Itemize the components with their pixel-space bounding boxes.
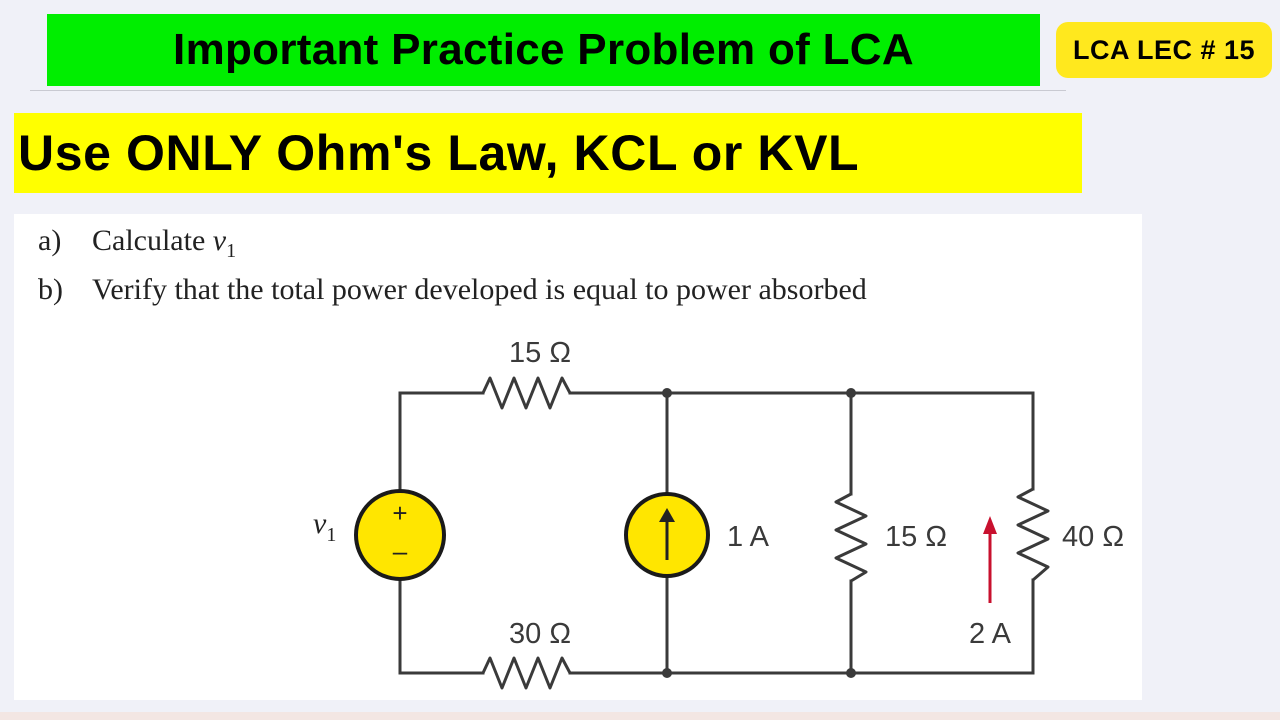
voltage-source-minus: – bbox=[393, 536, 408, 566]
resistor-bottom-30-ohm bbox=[481, 656, 572, 690]
title-banner: Important Practice Problem of LCA bbox=[47, 14, 1040, 86]
question-a: a) Calculate v1 bbox=[38, 224, 236, 263]
header-divider bbox=[30, 90, 1066, 91]
question-a-label: a) bbox=[38, 224, 62, 257]
subtitle-banner: Use ONLY Ohm's Law, KCL or KVL bbox=[14, 113, 1082, 193]
page-title: Important Practice Problem of LCA bbox=[173, 25, 914, 74]
question-a-subscript: 1 bbox=[226, 240, 237, 262]
lecture-badge: LCA LEC # 15 bbox=[1056, 22, 1272, 78]
node-top-2 bbox=[846, 388, 856, 398]
circuit-wires bbox=[398, 391, 1035, 675]
question-a-variable: v bbox=[212, 224, 227, 257]
question-a-text: Calculate bbox=[92, 224, 213, 257]
label-current-source: 1 A bbox=[727, 521, 770, 553]
problem-panel: a)Calculate v1 b)Verify that the total p… bbox=[14, 214, 1142, 700]
branch-current-arrow bbox=[983, 516, 997, 603]
bottom-strip bbox=[0, 712, 1280, 720]
resistor-right-40-ohm bbox=[1016, 487, 1050, 582]
node-bottom-2 bbox=[846, 668, 856, 678]
label-r-bottom: 30 Ω bbox=[509, 618, 571, 650]
voltage-source: + – bbox=[354, 489, 446, 581]
subtitle-text: Use ONLY Ohm's Law, KCL or KVL bbox=[18, 125, 860, 181]
branch-current-arrow-head bbox=[983, 516, 997, 534]
question-b-label: b) bbox=[38, 273, 63, 306]
voltage-source-symbol bbox=[354, 489, 446, 581]
resistor-top-15-ohm bbox=[481, 376, 572, 410]
current-source bbox=[624, 492, 710, 578]
current-source-arrow-head bbox=[659, 508, 675, 522]
voltage-label-subscript: 1 bbox=[326, 524, 336, 546]
node-top-1 bbox=[662, 388, 672, 398]
lecture-badge-label: LCA LEC # 15 bbox=[1072, 34, 1256, 65]
voltage-label-symbol: v bbox=[313, 507, 327, 540]
voltage-source-plus: + bbox=[392, 498, 407, 528]
question-b-text: Verify that the total power developed is… bbox=[92, 273, 867, 306]
question-b: b) Verify that the total power developed … bbox=[38, 273, 867, 307]
label-r-right: 40 Ω bbox=[1062, 521, 1124, 553]
node-bottom-1 bbox=[662, 668, 672, 678]
circuit-nodes bbox=[662, 388, 856, 678]
label-r-mid: 15 Ω bbox=[885, 521, 947, 553]
label-branch-current: 2 A bbox=[969, 618, 1012, 650]
resistor-middle-15-ohm bbox=[834, 492, 868, 583]
voltage-label-v: v1 bbox=[313, 507, 336, 546]
label-r-top: 15 Ω bbox=[509, 337, 571, 369]
